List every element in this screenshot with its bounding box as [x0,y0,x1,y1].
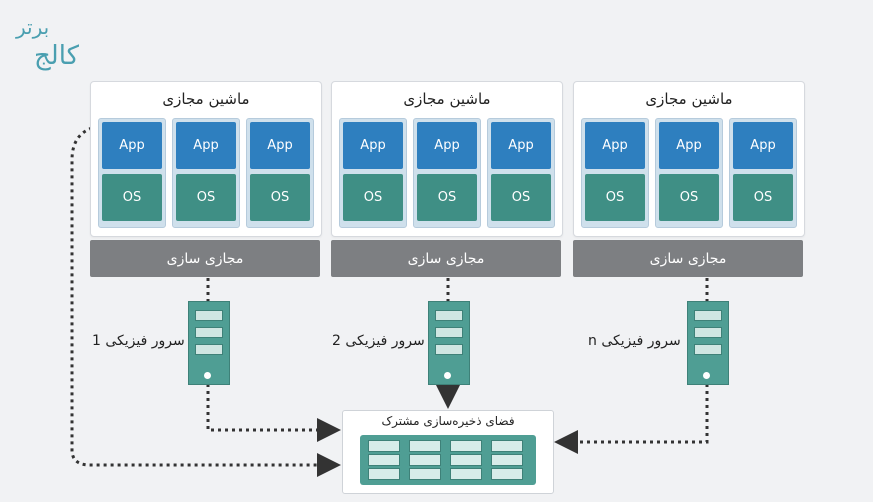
shared-storage-title: فضای ذخیره‌سازی مشترک [381,414,515,428]
os-block: OS [343,174,403,221]
app-block: App [176,122,236,169]
vm-stack: App OS [413,118,481,228]
app-block: App [659,122,719,169]
vm-stack: App OS [581,118,649,228]
physical-server-1-icon [188,301,230,385]
os-block: OS [176,174,236,221]
app-block: App [102,122,162,169]
vm-panel-2: ماشین مجازی App OS App OS App OS [331,81,563,237]
vm-stack: App OS [487,118,555,228]
shared-storage: فضای ذخیره‌سازی مشترک [342,410,554,494]
os-block: OS [659,174,719,221]
virtualization-bar-2: مجازی سازی [331,240,561,277]
connector-server1-storage [206,384,341,442]
app-block: App [733,122,793,169]
vm-stack: App OS [172,118,240,228]
storage-array-icon [360,435,536,485]
app-block: App [417,122,477,169]
vm-panel-1: ماشین مجازی App OS App OS App OS [90,81,322,237]
physical-server-1-label: سرور فیزیکی 1 [92,333,185,349]
app-block: App [343,122,403,169]
virtualization-bar-3: مجازی سازی [573,240,803,277]
os-block: OS [585,174,645,221]
vm-stack: App OS [729,118,797,228]
connector-servern-storage [554,384,709,454]
app-block: App [491,122,551,169]
vm-panel-3: ماشین مجازی App OS App OS App OS [573,81,805,237]
brand-logo-mark: برتر کالج [15,15,80,71]
vm-stack: App OS [246,118,314,228]
vm-panel-title: ماشین مجازی [403,90,491,108]
physical-server-n-icon [687,301,729,385]
virtualization-bar-1: مجازی سازی [90,240,320,277]
os-block: OS [250,174,310,221]
physical-server-n-label: سرور فیزیکی n [588,333,681,349]
logo-text-bottom: کالج [34,41,80,71]
physical-server-2-icon [428,301,470,385]
connector-vm1-storage [70,126,341,477]
app-block: App [585,122,645,169]
brand-logo: برتر کالج [12,10,92,74]
os-block: OS [102,174,162,221]
os-block: OS [733,174,793,221]
vm-panel-title: ماشین مجازی [162,90,250,108]
vm-stack: App OS [339,118,407,228]
os-block: OS [491,174,551,221]
vm-stack: App OS [98,118,166,228]
physical-server-2-label: سرور فیزیکی 2 [332,333,425,349]
os-block: OS [417,174,477,221]
logo-text-top: برتر [15,15,49,39]
vm-panel-title: ماشین مجازی [645,90,733,108]
app-block: App [250,122,310,169]
vm-stack: App OS [655,118,723,228]
